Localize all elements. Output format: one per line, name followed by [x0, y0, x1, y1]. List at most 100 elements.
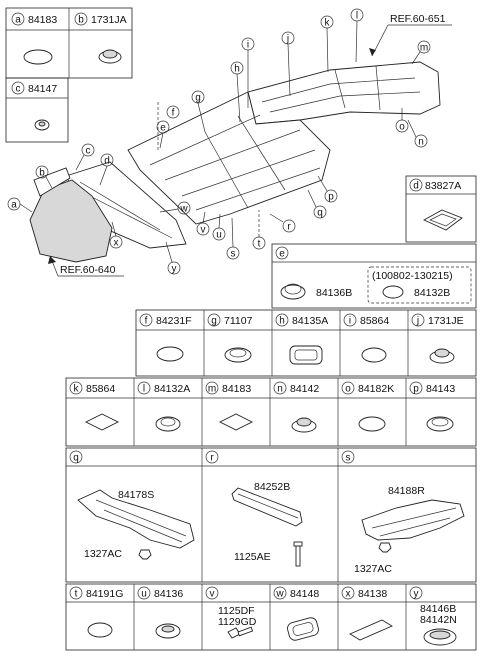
svg-text:p: p — [328, 192, 334, 203]
svg-text:e: e — [160, 123, 166, 134]
oval-plug-icon — [156, 346, 184, 362]
callout-f: f — [157, 102, 180, 150]
row2-o-letter: o — [345, 384, 351, 395]
svg-text:x: x — [114, 238, 119, 249]
row2-l-letter: l — [143, 384, 145, 395]
rectangular-grommet-icon — [289, 345, 323, 365]
row2-o-part: 84182K — [358, 383, 394, 395]
row4-v-letter: v — [210, 589, 215, 600]
ref-bottom-label: REF.60-640 — [60, 264, 116, 276]
round-plug-icon — [87, 622, 113, 638]
callout-y: y — [165, 241, 181, 275]
callout-u: u — [212, 213, 226, 241]
callout-e: e — [156, 120, 170, 149]
row4-x-letter: x — [346, 589, 351, 600]
row4-u-part: 84136 — [154, 588, 183, 600]
svg-text:j: j — [286, 34, 289, 45]
row2-m-letter: m — [208, 384, 216, 395]
callout-c-circle — [11, 81, 25, 95]
ring-grommet-icon — [280, 283, 306, 300]
row3-q-part: 84178S — [118, 489, 154, 501]
domed-plug-icon — [429, 348, 455, 364]
rectangular-grommet-icon — [287, 617, 319, 641]
row4-y-letter: y — [414, 589, 419, 600]
small-grommet-icon — [34, 119, 50, 131]
svg-text:a: a — [11, 200, 17, 211]
round-plug-icon — [382, 285, 404, 299]
floor-bracket-icon — [77, 489, 195, 549]
row4-y-part2: 84142N — [420, 614, 457, 626]
row4-w-letter: w — [275, 589, 284, 600]
callout-i: i — [241, 37, 255, 108]
panel-a-part: 84183 — [28, 14, 57, 26]
bolt-icon — [293, 541, 303, 567]
svg-text:y: y — [172, 264, 177, 275]
svg-text:n: n — [418, 137, 424, 148]
row4-t-part: 84191G — [86, 588, 123, 600]
domed-plug-icon — [291, 417, 317, 433]
row1-i-letter: i — [349, 316, 351, 327]
svg-text:q: q — [317, 208, 323, 219]
svg-text:b: b — [39, 168, 45, 179]
row4-x-part: 84138 — [358, 588, 387, 600]
svg-text:f: f — [172, 108, 175, 119]
bolt-icon — [378, 542, 392, 553]
callout-c: c — [75, 143, 95, 171]
svg-text:m: m — [420, 43, 428, 54]
callout-p: p — [317, 175, 338, 203]
svg-text:o: o — [399, 122, 405, 133]
callout-l: l — [350, 8, 364, 63]
row1-h-part: 84135A — [292, 315, 328, 327]
square-patch-icon — [84, 413, 120, 431]
oval-grommet-icon — [423, 628, 457, 646]
callout-s: s — [226, 217, 240, 260]
row3-r-sub: 1125AE — [234, 551, 271, 563]
row4-v-part2: 1129GD — [218, 616, 257, 628]
svg-text:i: i — [247, 40, 249, 51]
panel-d-part: 83827A — [425, 180, 461, 192]
tape-patch-icon — [349, 619, 393, 641]
callout-d: d — [99, 153, 114, 186]
row1-i-part: 85864 — [360, 315, 389, 327]
svg-text:h: h — [234, 64, 240, 75]
row4-w-part: 84148 — [290, 588, 319, 600]
callout-m: m — [411, 40, 431, 65]
ring-grommet-icon — [155, 623, 181, 639]
row3-r-letter: r — [210, 453, 214, 464]
panel-c: c 84147 — [5, 77, 69, 143]
panel-c-part: 84147 — [28, 83, 57, 95]
callout-b: b — [35, 165, 53, 189]
row-2: k 85864 l 84132A m 84183 n 84142 o 84182… — [65, 377, 477, 447]
row4-u-letter: u — [141, 589, 147, 600]
callout-k: k — [320, 15, 334, 73]
row4-t-letter: t — [75, 589, 78, 600]
panel-e-part: 84136B — [316, 287, 352, 299]
bolt-icon — [227, 626, 254, 639]
callout-h: h — [230, 61, 244, 123]
callout-x: x — [109, 221, 123, 249]
ring-grommet-icon — [224, 347, 252, 363]
ref-top-label: REF.60-651 — [390, 13, 446, 25]
callout-q: q — [307, 189, 327, 219]
panel-a-b: a 84183 b 1731JA — [5, 7, 133, 79]
svg-text:w: w — [179, 204, 188, 215]
ring-grommet-icon — [155, 416, 181, 432]
callout-a-circle — [11, 12, 25, 26]
svg-text:c: c — [86, 146, 91, 157]
row1-h-letter: h — [279, 316, 285, 327]
row3-s-sub: 1327AC — [354, 563, 392, 575]
svg-text:u: u — [216, 230, 222, 241]
row3-q-sub: 1327AC — [84, 548, 122, 560]
row-4: t 84191G u 84136 v 1125DF 1129GD w 84148… — [65, 583, 477, 651]
callouts-main: a b c d e f g h i j k l m n o p q r s t … — [7, 8, 431, 275]
svg-text:v: v — [201, 225, 206, 236]
row2-p-part: 84143 — [426, 383, 455, 395]
svg-text:s: s — [231, 249, 236, 260]
callout-v: v — [196, 211, 210, 236]
panel-a-letter: a — [15, 15, 21, 26]
panel-e: e 84136B (100802-130215) 84132B — [271, 243, 477, 309]
row2-k-part: 85864 — [86, 383, 115, 395]
ring-grommet-icon — [426, 416, 454, 432]
row3-q-letter: q — [73, 453, 79, 464]
